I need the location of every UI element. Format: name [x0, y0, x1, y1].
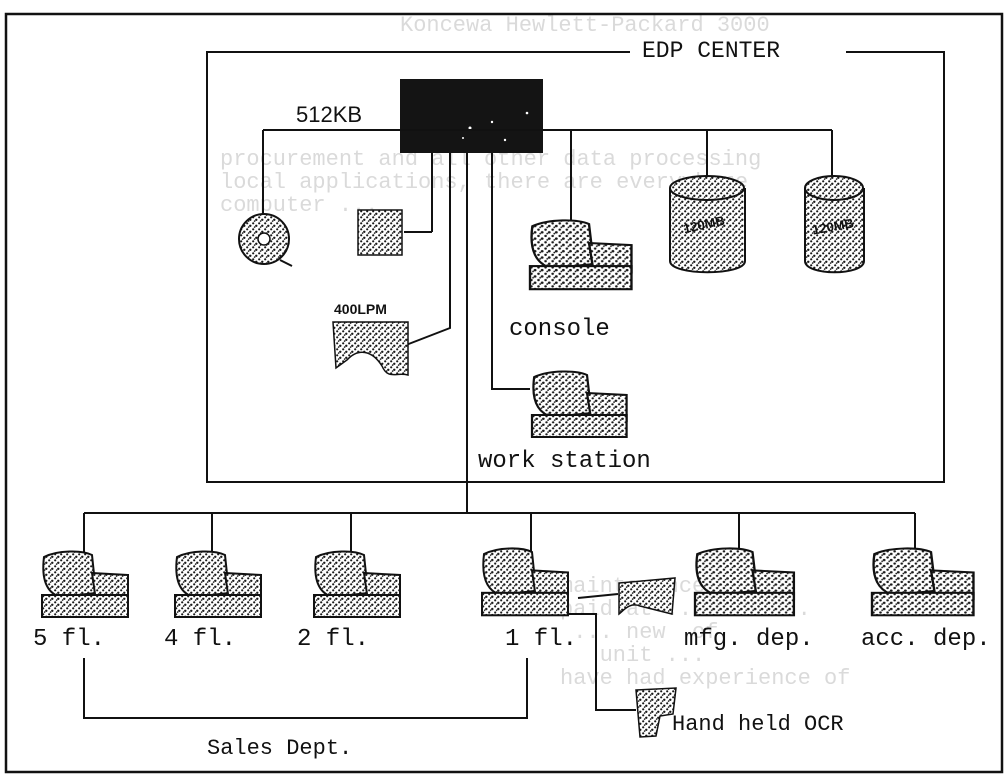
small-unit	[358, 210, 402, 255]
workstation-terminal	[532, 371, 627, 437]
terminal-label-acc: acc. dep.	[861, 628, 991, 652]
tape-reel	[239, 214, 292, 266]
sales-dept-label: Sales Dept.	[207, 738, 352, 760]
terminal-acc	[872, 548, 973, 615]
workstation-label: work station	[478, 450, 651, 474]
terminal-label-5fl: 5 fl.	[33, 628, 105, 652]
terminal-label-mfg: mfg. dep.	[684, 628, 814, 652]
terminal-5fl	[42, 551, 128, 617]
printer-speed-label: 400LPM	[334, 302, 387, 316]
terminal-2fl	[314, 551, 400, 617]
terminal-label-1fl: 1 fl.	[505, 628, 577, 652]
console-terminal	[530, 220, 631, 289]
terminal-mfg	[695, 548, 794, 615]
hand-held-ocr-label: Hand held OCR	[672, 714, 844, 736]
terminal-label-4fl: 4 fl.	[164, 628, 236, 652]
terminal-label-2fl: 2 fl.	[297, 628, 369, 652]
terminal-1fl	[482, 548, 568, 615]
memory-label: 512KB	[296, 104, 362, 126]
terminal-4fl	[175, 551, 261, 617]
ocr-reader-device	[619, 578, 675, 614]
hand-held-ocr-icon	[636, 688, 676, 737]
line-printer	[333, 322, 408, 375]
mainframe-cpu	[400, 79, 543, 153]
edp-center-title: EDP CENTER	[638, 40, 784, 63]
console-label: console	[509, 318, 610, 342]
